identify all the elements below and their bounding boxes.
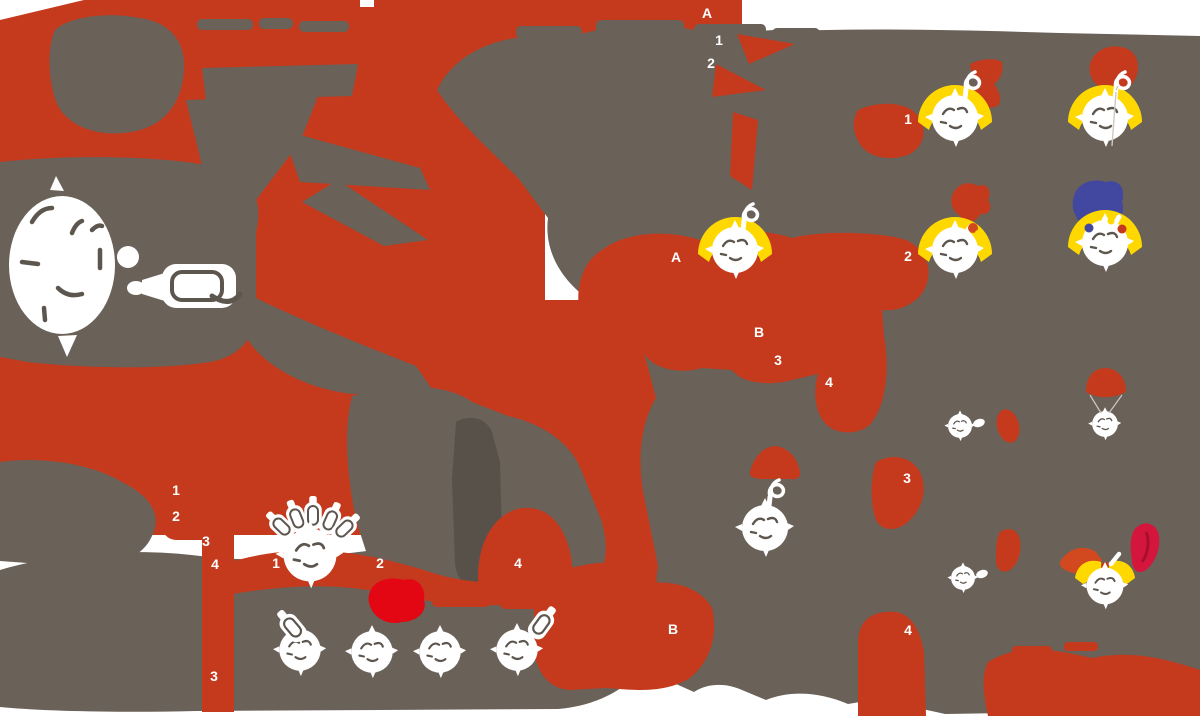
red-lump xyxy=(478,507,574,600)
red-dash xyxy=(432,596,490,607)
fan-face-with-kite xyxy=(1068,72,1142,149)
kite-string xyxy=(1111,91,1117,147)
red-chip xyxy=(996,529,1021,572)
red-center-blob xyxy=(578,231,929,433)
marker-4-right: 4 xyxy=(904,622,912,638)
marker-1-bottom: 1 xyxy=(272,555,280,571)
red-dash xyxy=(1064,642,1098,651)
fan-face-with-confetti xyxy=(1068,210,1142,274)
marker-4-bottom: 4 xyxy=(514,555,522,571)
red-kite xyxy=(1089,46,1138,91)
parachute-strings xyxy=(1089,394,1123,414)
marker-2-left: 2 xyxy=(172,508,180,524)
marker-2-top: 2 xyxy=(707,55,715,71)
marker-1-left: 1 xyxy=(172,482,180,498)
marker-a-mid: A xyxy=(670,249,682,265)
red-dash xyxy=(1012,646,1052,655)
marker-3-left: 3 xyxy=(202,533,210,549)
tiny-chip xyxy=(973,418,985,428)
marker-3-right: 3 xyxy=(903,470,911,486)
red-chip xyxy=(996,409,1020,443)
marker-3-mid: 3 xyxy=(774,352,782,368)
red-triangle xyxy=(749,446,801,480)
tiny-chip xyxy=(976,569,988,579)
red-blob-step1 xyxy=(853,103,924,159)
marker-1-top: 1 xyxy=(715,32,723,48)
marker-2-bottom: 2 xyxy=(376,555,384,571)
marker-4-mid: 4 xyxy=(825,374,833,390)
red-sliver xyxy=(730,112,758,190)
red-blob-step2 xyxy=(854,236,923,290)
red-splat xyxy=(951,183,991,222)
face-with-yellow-bow-and-flame xyxy=(1075,551,1135,611)
marker-a-top: A xyxy=(701,5,713,21)
red-blob-step4 xyxy=(858,611,926,716)
marker-b-bottom: B xyxy=(667,621,679,637)
red-step-streak xyxy=(712,64,766,97)
marker-b-mid: B xyxy=(753,324,765,340)
crimson-flame xyxy=(1130,523,1160,572)
red-blob-stepB xyxy=(533,572,715,690)
page-edge-notch xyxy=(0,0,374,20)
crimson-spot xyxy=(368,578,425,624)
red-blob-step3 xyxy=(871,457,924,529)
red-parachute xyxy=(1086,368,1126,398)
marker-3-bottom: 3 xyxy=(210,668,218,684)
marker-2-right: 2 xyxy=(904,248,912,264)
big-face-blowing-bottle xyxy=(9,176,243,357)
red-step-streak xyxy=(737,34,795,64)
marker-4-left: 4 xyxy=(211,556,219,572)
fan-face-with-splat xyxy=(918,217,992,281)
red-bottom-right-mass xyxy=(983,649,1200,716)
marker-1-right: 1 xyxy=(904,111,912,127)
red-strip-left xyxy=(162,438,234,540)
red-strip-left xyxy=(202,524,234,712)
